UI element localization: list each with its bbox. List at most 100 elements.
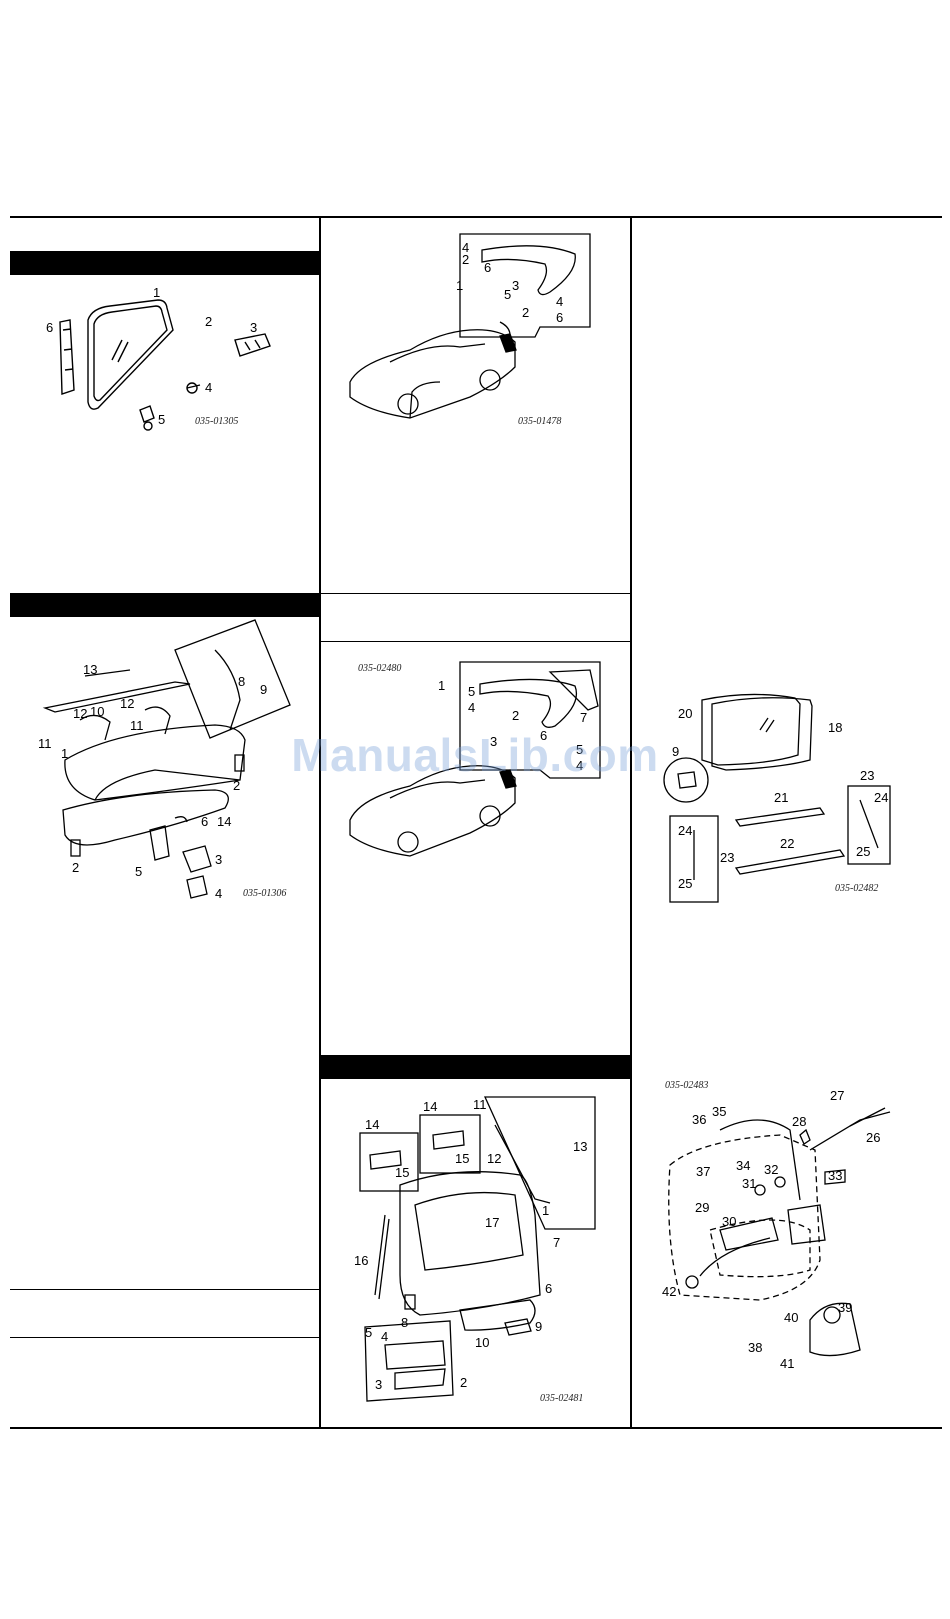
callout-14b: 14 [423,1099,437,1114]
callout-32: 32 [764,1162,778,1177]
callout-7: 7 [553,1235,560,1250]
callout-11b: 11 [130,718,144,733]
rear-spoiler-hatch-diagram: 1 2 3 4 4 5 5 6 7 [349,660,605,865]
callout-20: 20 [678,706,692,721]
callout-27: 27 [830,1088,844,1103]
callout-31: 31 [742,1176,756,1191]
callout-7: 7 [580,710,587,725]
callout-23: 23 [860,768,874,783]
callout-6: 6 [545,1281,552,1296]
callout-6: 6 [484,260,491,275]
callout-5: 5 [468,684,475,699]
callout-33: 33 [828,1168,842,1183]
callout-9: 9 [535,1319,542,1334]
figure-code-035-01305: 035-01305 [195,416,239,427]
callout-28: 28 [792,1114,806,1129]
callout-10: 10 [90,704,104,719]
callout-14: 14 [217,814,231,829]
callout-12: 12 [73,706,87,721]
callout-40: 40 [784,1310,798,1325]
callout-39: 39 [838,1300,852,1315]
callout-24: 24 [874,790,888,805]
callout-4: 4 [462,240,469,255]
bottom-rule [10,1427,942,1429]
callout-25b: 25 [678,876,692,891]
callout-14: 14 [365,1117,379,1132]
column1-rule-b [10,1337,319,1338]
callout-2b: 2 [522,305,529,320]
callout-17: 17 [485,1215,499,1230]
callout-5: 5 [504,287,511,302]
callout-5: 5 [158,412,165,427]
callout-9: 9 [260,682,267,697]
rear-window-diagram: 20 18 21 22 23 23 24 24 25 25 9 [660,690,891,903]
callout-15: 15 [395,1165,409,1180]
top-rule [10,216,942,218]
callout-3: 3 [375,1377,382,1392]
callout-1: 1 [542,1203,549,1218]
callout-1: 1 [61,746,68,761]
callout-25: 25 [856,844,870,859]
callout-10: 10 [475,1335,489,1350]
callout-2: 2 [462,252,469,267]
figure-code-035-02480: 035-02480 [358,663,402,674]
callout-8: 8 [401,1315,408,1330]
callout-23b: 23 [720,850,734,865]
callout-5b: 5 [576,742,583,757]
callout-21: 21 [774,790,788,805]
callout-36: 36 [692,1112,706,1127]
callout-4: 4 [205,380,212,395]
callout-13: 13 [573,1139,587,1154]
callout-9: 9 [672,744,679,759]
callout-24b: 24 [678,823,692,838]
callout-6: 6 [540,728,547,743]
callout-42: 42 [662,1284,676,1299]
rear-wiper-diagram: 26 27 28 29 30 31 32 33 34 35 36 37 38 3… [660,1088,920,1390]
callout-8: 8 [238,674,245,689]
column1-rule-a [10,1289,319,1290]
callout-12: 12 [487,1151,501,1166]
callout-4b: 4 [556,294,563,309]
callout-3: 3 [512,278,519,293]
figure-code-035-01478: 035-01478 [518,416,562,427]
callout-11: 11 [38,736,52,751]
trunk-lid-diagram: 1 2 2 3 4 5 6 8 9 10 11 11 12 12 13 14 [35,619,320,930]
column-divider-1 [319,216,321,1429]
callout-5: 5 [365,1325,372,1340]
liftgate-diagram: 1 2 3 4 5 6 7 8 9 10 11 12 13 14 14 15 1… [345,1095,605,1405]
quarter-window-diagram: 1 2 3 4 5 6 [40,285,300,440]
callout-4: 4 [215,886,222,901]
callout-3: 3 [250,320,257,335]
callout-5: 5 [135,864,142,879]
callout-22: 22 [780,836,794,851]
callout-26: 26 [866,1130,880,1145]
callout-13: 13 [83,662,97,677]
column-divider-2 [630,216,632,1429]
section-header-bar-3 [321,1055,630,1079]
callout-3: 3 [215,852,222,867]
callout-4b: 4 [576,758,583,773]
callout-2: 2 [460,1375,467,1390]
callout-29: 29 [695,1200,709,1215]
callout-2b: 2 [72,860,79,875]
figure-code-035-02482: 035-02482 [835,883,879,894]
callout-34: 34 [736,1158,750,1173]
figure-code-035-01306: 035-01306 [243,888,287,899]
callout-1: 1 [153,285,160,300]
callout-12b: 12 [120,696,134,711]
callout-2: 2 [205,314,212,329]
callout-6: 6 [46,320,53,335]
callout-3: 3 [490,734,497,749]
callout-38: 38 [748,1340,762,1355]
figure-code-035-02483: 035-02483 [665,1080,709,1091]
rear-spoiler-sedan-diagram: 1 2 2 3 4 4 5 6 6 [349,232,605,432]
callout-4: 4 [381,1329,388,1344]
callout-4: 4 [468,700,475,715]
callout-15b: 15 [455,1151,469,1166]
callout-2: 2 [233,778,240,793]
section-header-bar-2 [10,593,319,617]
column2-rule-b [321,641,630,642]
callout-35: 35 [712,1104,726,1119]
callout-1: 1 [438,678,445,693]
callout-2: 2 [512,708,519,723]
